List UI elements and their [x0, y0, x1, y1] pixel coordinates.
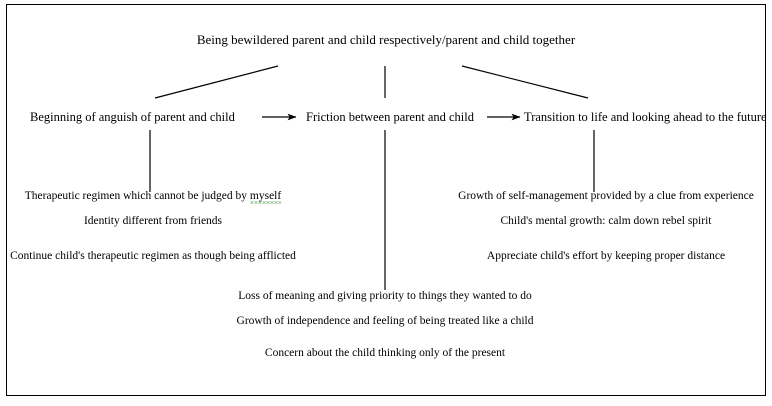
node-stage-2: Friction between parent and child [306, 110, 474, 124]
left-cluster-item-3: Continue child's therapeutic regimen as … [10, 250, 296, 262]
left-cluster-item-1: Therapeutic regimen which cannot be judg… [10, 189, 296, 203]
left-cluster-item-2: Identity different from friends [83, 215, 223, 227]
center-cluster-item-1: Loss of meaning and giving priority to t… [238, 290, 532, 302]
node-stage-1: Beginning of anguish of parent and child [30, 110, 235, 124]
center-cluster-item-3: Concern about the child thinking only of… [264, 347, 506, 359]
spellcheck-underlined-word: myself [249, 190, 282, 202]
right-cluster: Growth of self-management provided by a … [455, 189, 757, 263]
left-cluster-item-1-text: Therapeutic regimen which cannot be judg… [24, 190, 250, 202]
right-cluster-item-2: Child's mental growth: calm down rebel s… [500, 215, 712, 227]
node-title: Being bewildered parent and child respec… [196, 32, 576, 47]
diagram-border-frame [6, 4, 766, 396]
right-cluster-item-1: Growth of self-management provided by a … [458, 190, 754, 202]
right-cluster-item-3: Appreciate child's effort by keeping pro… [486, 250, 726, 262]
left-cluster: Therapeutic regimen which cannot be judg… [10, 189, 296, 263]
node-stage-3: Transition to life and looking ahead to … [524, 110, 767, 124]
center-cluster-item-2: Growth of independence and feeling of be… [236, 315, 534, 327]
center-cluster: Loss of meaning and giving priority to t… [195, 289, 575, 360]
